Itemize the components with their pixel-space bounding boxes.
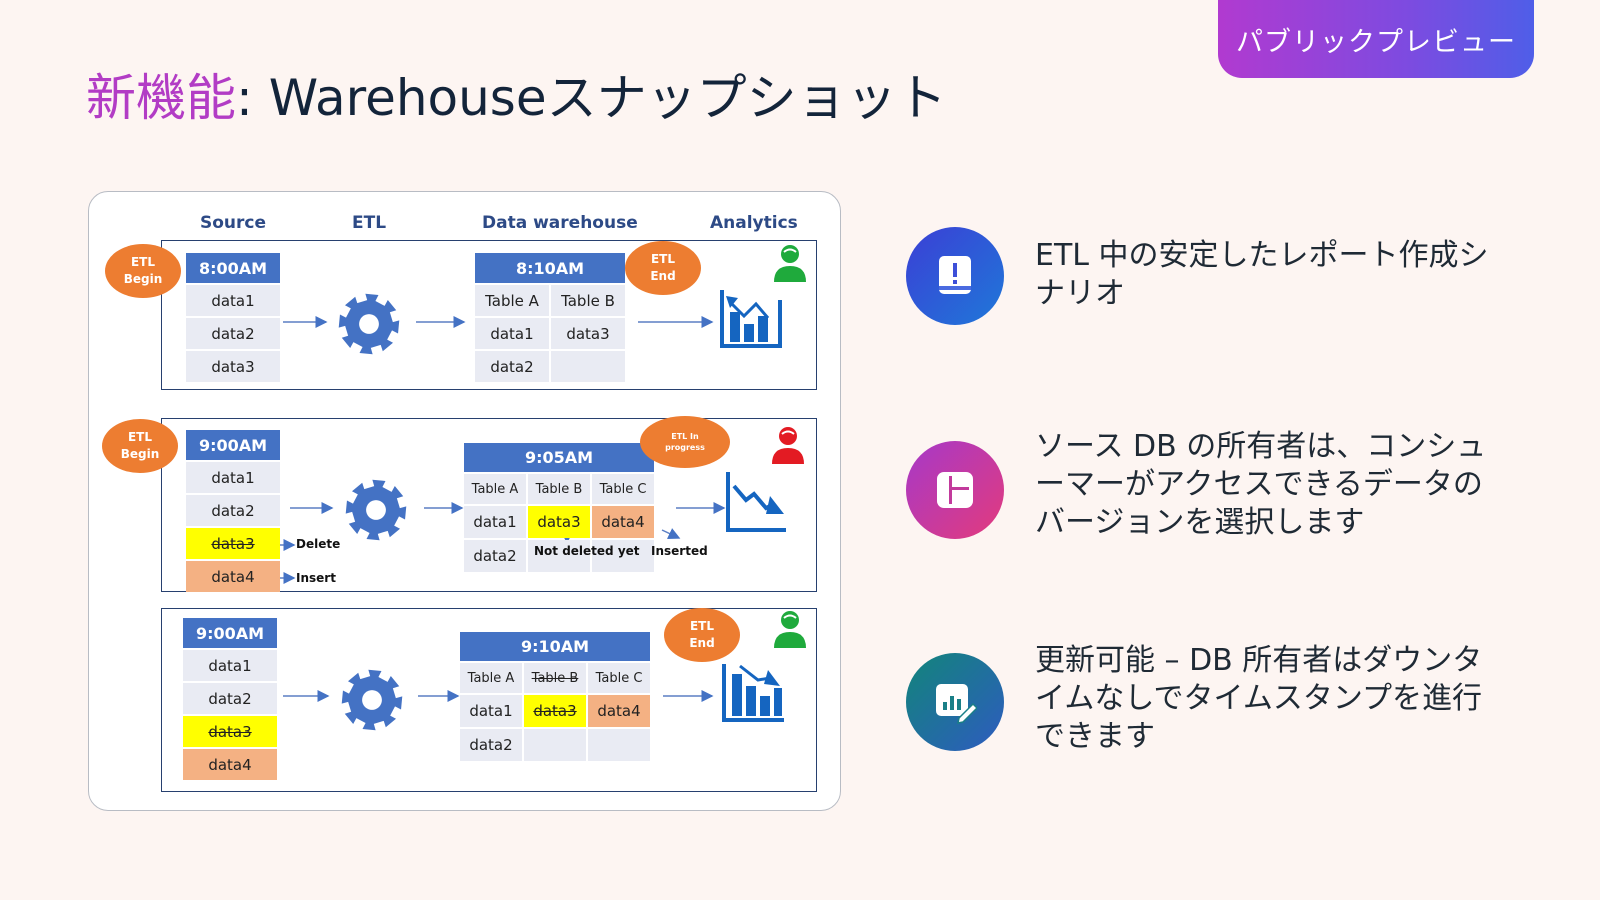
table-cell-inserted: data4 <box>186 561 280 592</box>
dw-time: 9:10AM <box>460 632 650 661</box>
table-cell: data1 <box>464 506 526 538</box>
column-header-dw: Data warehouse <box>482 213 638 233</box>
table-header-cell-deleted: Table B <box>524 663 586 693</box>
dw-table-1: 8:10AM Table A Table B data1 data3 data2 <box>473 251 627 384</box>
inserted-label: Inserted <box>651 544 708 558</box>
etl-end-bubble-1: ETL End <box>625 241 701 295</box>
table-cell: data1 <box>475 318 549 349</box>
table-header-cell: Table C <box>592 474 654 504</box>
table-cell: data1 <box>186 285 280 316</box>
table-cell <box>588 729 650 761</box>
table-cell-inserted: data4 <box>183 749 277 780</box>
bubble-line: ETL <box>689 619 715 633</box>
table-cell: data3 <box>551 318 625 349</box>
dw-time: 9:05AM <box>464 443 654 472</box>
chart-down-icon <box>726 472 786 532</box>
dw-table-2: 9:05AM Table A Table B Table C data1 dat… <box>462 441 656 574</box>
table-cell: data1 <box>186 462 280 493</box>
user-red-icon <box>772 427 804 464</box>
table-cell-deleted: data3 <box>183 716 277 747</box>
table-cell <box>528 540 590 572</box>
bubble-line: ETL <box>127 430 153 444</box>
table-cell-inserted: data4 <box>588 695 650 727</box>
public-preview-badge: パブリックプレビュー <box>1218 0 1534 78</box>
table-header-cell: Table C <box>588 663 650 693</box>
table-cell: data3 <box>186 351 280 382</box>
feature-text-3: 更新可能 – DB 所有者はダウンタイムなしでタイムスタンプを進行できます <box>1035 643 1483 754</box>
bubble-line: ETL <box>130 255 156 269</box>
column-header-etl: ETL <box>352 213 387 233</box>
table-cell <box>524 729 586 761</box>
column-header-analytics: Analytics <box>710 213 798 233</box>
table-header-cell: Table A <box>475 285 549 316</box>
source-table-2: 9:00AM data1 data2 data3 data4 <box>184 428 282 594</box>
gear-icon <box>336 291 402 361</box>
table-cell: data2 <box>464 540 526 572</box>
source-time: 8:00AM <box>186 253 280 283</box>
bubble-line: ETL In <box>671 432 699 441</box>
table-header-cell: Table A <box>464 474 526 504</box>
source-table-3: 9:00AM data1 data2 data3 data4 <box>181 616 279 782</box>
bubble-line: progress <box>665 443 705 452</box>
chart-up-down-icon <box>722 664 784 722</box>
feature-text-1: ETL 中の安定したレポート作成シナリオ <box>1035 238 1489 311</box>
table-cell: data2 <box>475 351 549 382</box>
table-cell: data1 <box>183 650 277 681</box>
source-table-1: 8:00AM data1 data2 data3 <box>184 251 282 384</box>
gear-icon <box>339 667 405 737</box>
column-header-source: Source <box>200 213 267 233</box>
source-time: 9:00AM <box>186 430 280 460</box>
delete-label: Delete <box>296 537 341 551</box>
table-cell <box>592 540 654 572</box>
etl-begin-bubble-2: ETL Begin <box>102 419 178 473</box>
title-rest: : Warehouseスナップショット <box>236 69 947 127</box>
table-header-cell: Table A <box>460 663 522 693</box>
layout-icon <box>937 472 973 508</box>
bubble-line: End <box>650 269 676 283</box>
bubble-line: Begin <box>120 447 160 461</box>
table-cell-deleted: data3 <box>524 695 586 727</box>
edit-chart-icon <box>936 684 977 724</box>
table-cell-deleted: data3 <box>186 528 280 559</box>
table-cell: data2 <box>186 495 280 526</box>
table-cell-not-deleted: data3 <box>528 506 590 538</box>
table-cell: data2 <box>460 729 522 761</box>
table-header-cell: Table B <box>551 285 625 316</box>
feature-icon-3 <box>906 653 1004 751</box>
feature-icon-1 <box>906 227 1004 325</box>
gear-icon <box>343 477 409 547</box>
table-cell <box>551 351 625 382</box>
dw-time: 8:10AM <box>475 253 625 283</box>
insert-label: Insert <box>296 571 336 585</box>
not-deleted-label: Not deleted yet <box>534 544 640 558</box>
alert-book-icon <box>939 256 971 294</box>
bubble-line: End <box>689 636 715 650</box>
user-green-icon <box>774 611 806 648</box>
etl-in-progress-bubble: ETL In progress <box>640 416 730 468</box>
table-cell-inserted: data4 <box>592 506 654 538</box>
title-highlight: 新機能 <box>86 69 236 127</box>
user-green-icon <box>774 245 806 282</box>
page-title: 新機能: Warehouseスナップショット <box>86 62 947 134</box>
table-cell: data1 <box>460 695 522 727</box>
table-header-cell: Table B <box>528 474 590 504</box>
table-cell: data2 <box>186 318 280 349</box>
etl-begin-bubble-1: ETL Begin <box>105 244 181 298</box>
feature-icon-2 <box>906 441 1004 539</box>
chart-up-icon <box>720 290 782 348</box>
source-time: 9:00AM <box>183 618 277 648</box>
etl-end-bubble-3: ETL End <box>664 608 740 662</box>
feature-text-2: ソース DB の所有者は、コンシューマーがアクセスできるデータのバージョンを選択… <box>1035 429 1487 540</box>
bubble-line: ETL <box>650 252 676 266</box>
table-cell: data2 <box>183 683 277 714</box>
bubble-line: Begin <box>123 272 163 286</box>
dw-table-3: 9:10AM Table A Table B Table C data1 dat… <box>458 630 652 763</box>
